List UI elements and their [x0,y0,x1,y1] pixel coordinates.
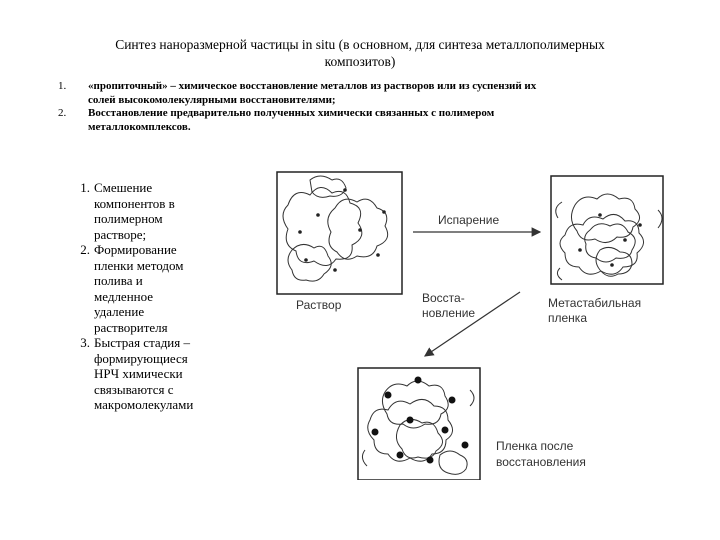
step-text: Смешение [94,180,242,196]
particle [638,223,642,227]
step-text: компонентов в [94,196,242,212]
particle [598,213,602,217]
method-list: 1. «пропиточный» – химическое восстановл… [58,80,688,134]
method-item-text: Восстановление предварительно полученных… [88,107,688,121]
step-text: удаление [94,304,242,320]
particle [382,210,386,214]
label-solution: Раствор [296,298,342,312]
step-text: полива и [94,273,242,289]
title-line-2: композитов) [30,53,690,70]
step-text: связываются с [94,382,242,398]
step-text: макромолекулами [94,397,242,413]
method-item-text: металлокомплексов. [88,121,688,135]
page-title: Синтез наноразмерной частицы in situ (в … [30,36,690,70]
step-number: 2. [62,242,94,335]
method-item-text: солей высокомолекулярными восстановителя… [88,94,688,108]
method-item-2: 2. Восстановление предварительно получен… [58,107,688,134]
step-number: 1. [62,180,94,242]
label-after-reduction-2: восстановления [496,455,586,469]
nanoparticle [462,442,469,449]
step-text: пленки методом [94,258,242,274]
step-text: Быстрая стадия – [94,335,242,351]
steps-list: 1. Смешение компонентов в полимерном рас… [62,180,242,413]
particle [358,228,362,232]
step-text: формирующиеся [94,351,242,367]
nanoparticle [442,427,449,434]
synthesis-diagram: Раствор Испарение Восста- новление Метас… [255,160,695,480]
particle [316,213,320,217]
method-item-1: 1. «пропиточный» – химическое восстановл… [58,80,688,107]
step-item-3: 3. Быстрая стадия – формирующиеся НРЧ хи… [62,335,242,413]
nanoparticle [427,457,434,464]
step-text: полимерном [94,211,242,227]
step-text: растворителя [94,320,242,336]
label-reduction-1: Восста- [422,291,465,305]
solution-panel [277,172,402,294]
nanoparticle [397,452,404,459]
particle [304,258,308,262]
label-metastable-2: пленка [548,311,587,325]
step-item-1: 1. Смешение компонентов в полимерном рас… [62,180,242,242]
step-text: НРЧ химически [94,366,242,382]
method-item-number: 1. [58,80,88,107]
label-metastable-1: Метастабильная [548,296,641,310]
particle [578,248,582,252]
label-evaporation: Испарение [438,213,499,227]
step-text: медленное [94,289,242,305]
step-number: 3. [62,335,94,413]
method-item-text: «пропиточный» – химическое восстановлени… [88,80,688,94]
step-text: Формирование [94,242,242,258]
particle [333,268,337,272]
nanoparticle [449,397,456,404]
label-reduction-2: новление [422,306,475,320]
method-item-number: 2. [58,107,88,134]
nanoparticle [415,377,422,384]
nanoparticle [372,429,379,436]
step-item-2: 2. Формирование пленки методом полива и … [62,242,242,335]
particle [376,253,380,257]
reduced-film-panel [358,368,480,480]
particle [610,263,614,267]
particle [343,188,347,192]
particle [298,230,302,234]
particle [623,238,627,242]
step-text: растворе; [94,227,242,243]
metastable-film-panel [551,176,663,284]
nanoparticle [407,417,414,424]
label-after-reduction-1: Пленка после [496,439,574,453]
title-line-1: Синтез наноразмерной частицы in situ (в … [30,36,690,53]
nanoparticle [385,392,392,399]
